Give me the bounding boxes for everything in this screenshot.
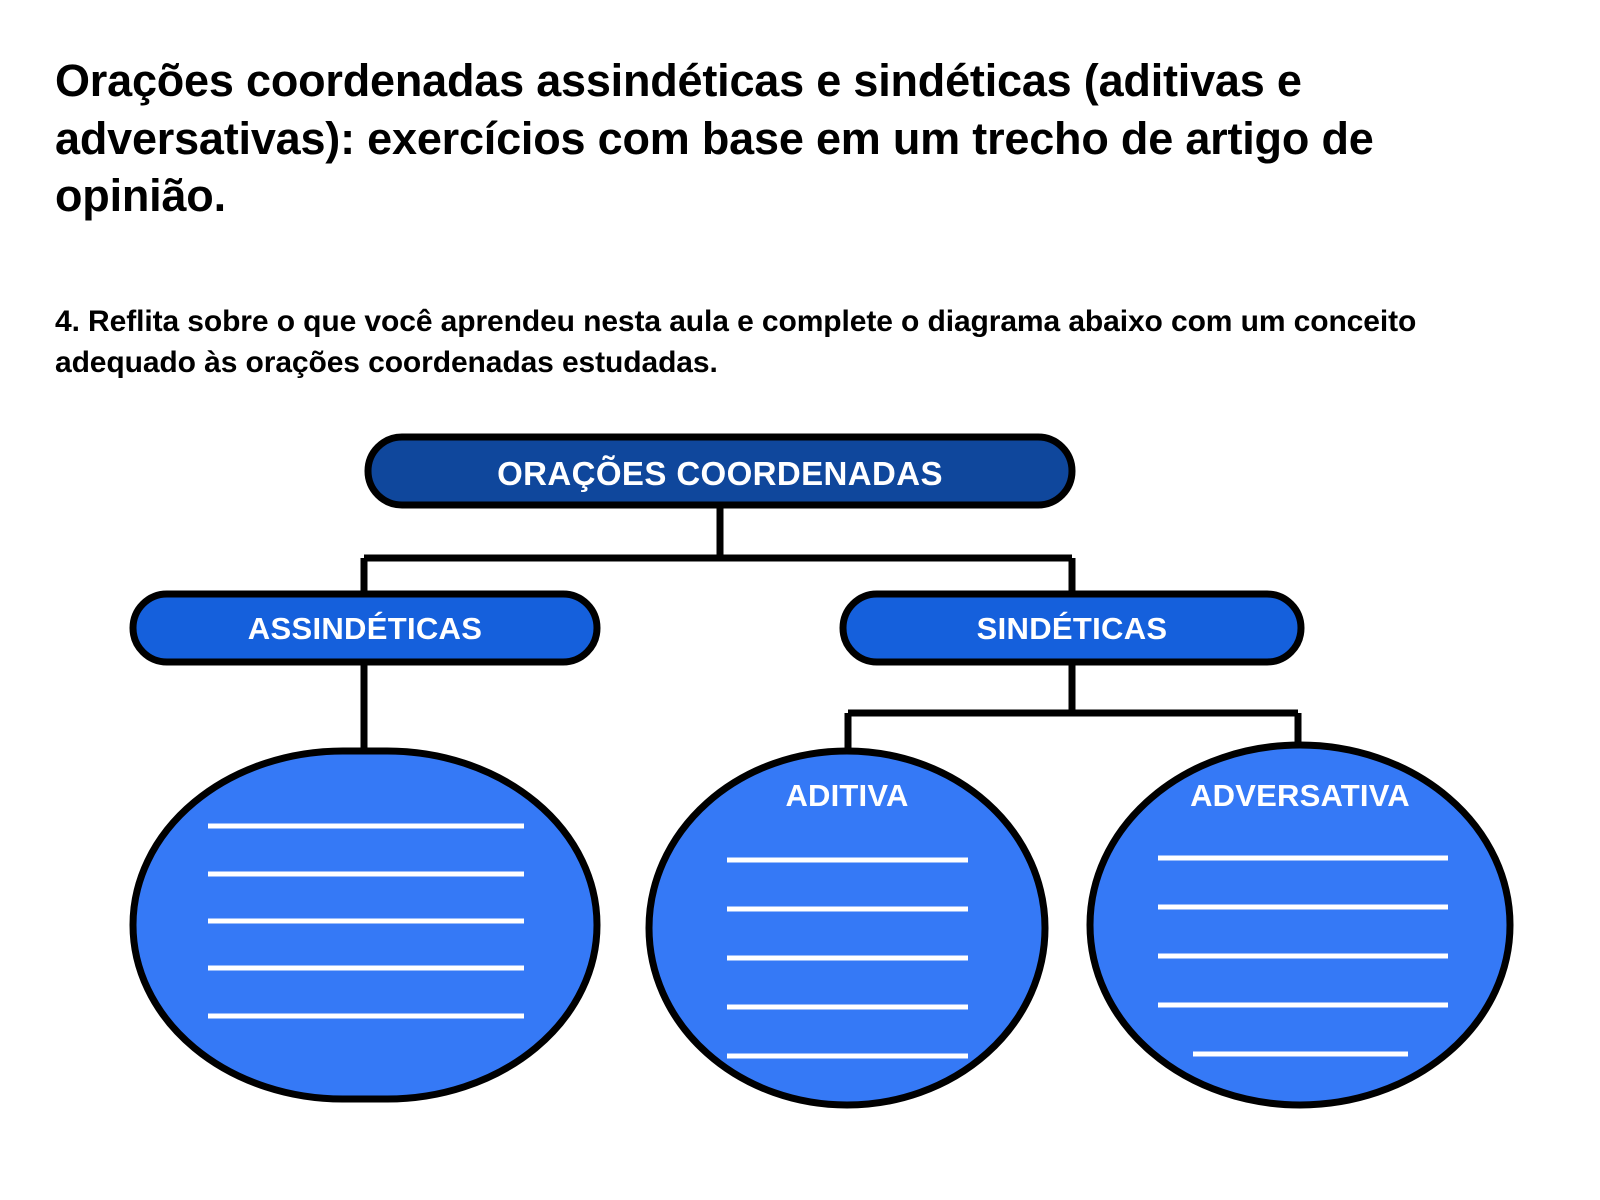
level2-nodes-group xyxy=(129,590,1305,666)
node-adversativa-shape[interactable] xyxy=(1086,741,1514,1109)
page-title: Orações coordenadas assindéticas e sindé… xyxy=(55,55,1374,222)
writing-lines-group xyxy=(208,823,1448,1059)
leaf-nodes-group xyxy=(129,741,1514,1109)
node-sindeticas-shape[interactable] xyxy=(839,590,1305,666)
root-node-group xyxy=(364,433,1076,509)
exercise-instruction: 4. Reflita sobre o que você aprendeu nes… xyxy=(55,305,1417,379)
node-assindeticas-shape[interactable] xyxy=(129,590,601,666)
node-root-shape[interactable] xyxy=(364,433,1076,509)
node-aditiva-shape[interactable] xyxy=(645,747,1049,1109)
node-blank-answer-shape[interactable] xyxy=(129,747,601,1103)
